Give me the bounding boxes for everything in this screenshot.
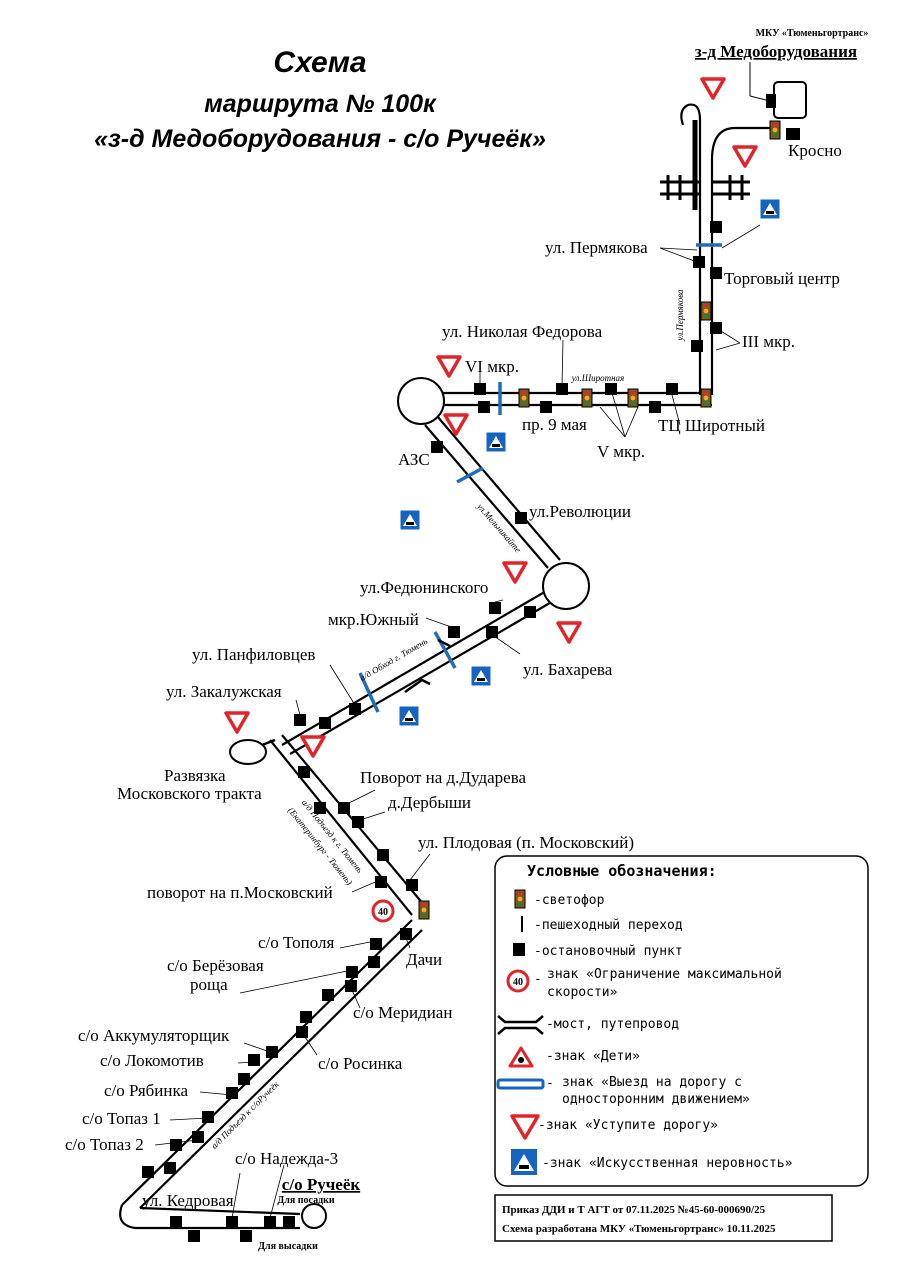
terminus-end-circle xyxy=(301,1203,327,1229)
label-derbyshi: д.Дербыши xyxy=(388,793,471,812)
leader-lines xyxy=(154,224,761,1219)
org-name: МКУ «Тюменьгортранс» xyxy=(756,28,869,39)
label-nikolaya-fedorova: ул. Николая Федорова xyxy=(442,322,603,341)
label-vi-mkr: VI мкр. xyxy=(465,357,519,376)
label-krosno: Кросно xyxy=(788,141,842,160)
street-podezd-ruchek: а/д Подъезд к с/оРучеёк xyxy=(209,1079,281,1151)
label-v-mkr: V мкр. xyxy=(597,442,645,461)
label-fedyuninskogo: ул.Федюнинского xyxy=(360,578,488,597)
roundabout-1 xyxy=(397,377,445,425)
terminus-end: с/о Ручеёк xyxy=(282,1175,361,1194)
route-road xyxy=(119,103,776,1230)
title-line-1: Схема xyxy=(273,46,366,79)
bridges xyxy=(261,638,451,747)
legend-bridge: -мост, путепровод xyxy=(546,1017,679,1032)
legend-title: Условные обозначения: xyxy=(527,862,717,880)
legend-bump: -знак «Искусственная неровность» xyxy=(542,1156,793,1171)
legend-children: -знак «Дети» xyxy=(546,1049,640,1064)
legend-crosswalk: -пешеходный переход xyxy=(534,918,683,933)
label-permyakova: ул. Пермякова xyxy=(545,238,648,257)
legend-speed-limit: знак «Ограничение максимальной xyxy=(547,967,782,982)
legend-yield: -знак «Уступите дорогу» xyxy=(538,1118,718,1133)
label-panfilovcev: ул. Панфиловцев xyxy=(192,645,315,664)
label-dachi: Дачи xyxy=(406,950,442,969)
footer: Приказ ДДИ и Т АГТ от 07.11.2025 №45-60-… xyxy=(494,1194,833,1242)
label-revolyucii: ул.Революции xyxy=(529,502,631,521)
crosswalks xyxy=(358,243,722,713)
terminus-start: з-д Медоборудования xyxy=(695,42,857,61)
interchange-loop xyxy=(229,739,267,765)
label-topaz2: с/о Топаз 2 xyxy=(65,1135,144,1154)
railway-crossing xyxy=(660,120,750,210)
roundabout-2 xyxy=(542,562,590,610)
street-obkhod: а/д Обход г. Тюмень xyxy=(358,636,429,683)
label-akkumulyatorshchik: с/о Аккумуляторщик xyxy=(78,1026,230,1045)
label-pr-9-maya: пр. 9 мая xyxy=(522,415,587,434)
label-plodovaya: ул. Плодовая (п. Московский) xyxy=(418,833,634,852)
svg-text:40: 40 xyxy=(513,977,523,988)
label-razvyazka: Развязка xyxy=(164,766,226,785)
street-shirotnaya: ул.Широтная xyxy=(571,373,624,383)
label-roshcha: роща xyxy=(190,975,228,994)
footer-author: Схема разработана МКУ «Тюменьгортранс» 1… xyxy=(502,1223,776,1235)
title-line-2: маршрута № 100к xyxy=(204,90,437,118)
title-line-3: «з-д Медоборудования - с/о Ручеёк» xyxy=(94,125,546,153)
label-rosinka: с/о Росинка xyxy=(318,1054,403,1073)
label-torgovyi-centr: Торговый центр xyxy=(724,269,840,288)
label-topaz1: с/о Топаз 1 xyxy=(82,1109,161,1128)
legend-one-way-2: односторонним движением» xyxy=(562,1092,750,1107)
label-tc-shirotnyi: ТЦ Широтный xyxy=(658,416,765,435)
label-nadezhda3: с/о Надежда-3 xyxy=(235,1149,338,1168)
label-meridian: с/о Меридиан xyxy=(353,1003,452,1022)
label-azs: АЗС xyxy=(398,450,430,469)
svg-text:-: - xyxy=(546,1076,554,1091)
legend-one-way: знак «Выезд на дорогу с xyxy=(562,1075,742,1090)
label-dudareva: Поворот на д.Дударева xyxy=(360,768,527,787)
legend-speed-limit-2: скорости» xyxy=(547,985,618,1000)
svg-text:40: 40 xyxy=(378,907,388,918)
terminus-building xyxy=(749,62,807,140)
street-permyakova: ул.Пермякова xyxy=(675,289,685,342)
label-dlya-posadki: Для посадки xyxy=(277,1195,335,1206)
legend: Условные обозначения: -светофор -пешеход… xyxy=(494,855,869,1187)
svg-text:-: - xyxy=(534,972,542,987)
footer-order: Приказ ДДИ и Т АГТ от 07.11.2025 №45-60-… xyxy=(502,1204,766,1216)
legend-bus-stop: -остановочный пункт xyxy=(534,944,683,959)
label-mkr-yuzhnyi: мкр.Южный xyxy=(328,610,419,629)
legend-traffic-light: -светофор xyxy=(534,893,605,908)
label-bakhareva: ул. Бахарева xyxy=(523,660,613,679)
label-moskovskogo-trakta: Московского тракта xyxy=(117,784,262,803)
label-berezovaya: с/о Берёзовая xyxy=(167,956,264,975)
label-lokomotiv: с/о Локомотив xyxy=(100,1051,204,1070)
speed-limit-sign: 40 xyxy=(371,899,395,923)
label-povorot-moskovskii: поворот на п.Московский xyxy=(147,883,333,902)
label-dlya-vysadki: Для высадки xyxy=(258,1241,318,1252)
label-topolya: с/о Тополя xyxy=(258,933,334,952)
label-kedrovaya: ул. Кедровая xyxy=(142,1191,234,1210)
label-iii-mkr: III мкр. xyxy=(742,332,795,351)
label-ryabinka: с/о Рябинка xyxy=(104,1081,188,1100)
label-zakaluzhskaya: ул. Закалужская xyxy=(166,682,282,701)
